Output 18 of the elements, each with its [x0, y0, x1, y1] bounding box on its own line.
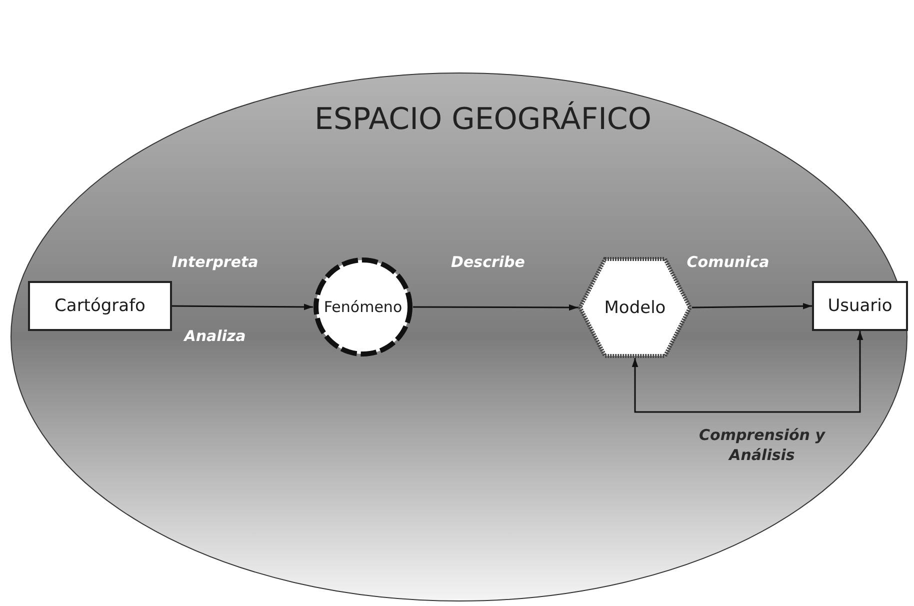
edge-note: Analiza: [184, 326, 246, 346]
edge-label: Comunica: [686, 252, 770, 272]
edge-label: Describe: [451, 252, 525, 272]
node-label: Cartógrafo: [54, 296, 146, 316]
edge-label: Comprensión y Análisis: [698, 424, 826, 466]
dashed-circle: [313, 257, 413, 357]
node-label: Modelo: [604, 298, 666, 318]
node-label: Usuario: [828, 296, 892, 316]
process-box: [812, 281, 908, 331]
arrow: [632, 331, 864, 413]
ellipse-region: [10, 72, 908, 602]
region-title: ESPACIO GEOGRÁFICO: [314, 102, 652, 137]
arrow: [413, 304, 578, 311]
edge-label: Interpreta: [172, 252, 258, 272]
node-label: Fenómeno: [324, 298, 402, 316]
arrow: [172, 304, 313, 310]
process-box: [28, 281, 172, 331]
arrow: [692, 302, 812, 310]
